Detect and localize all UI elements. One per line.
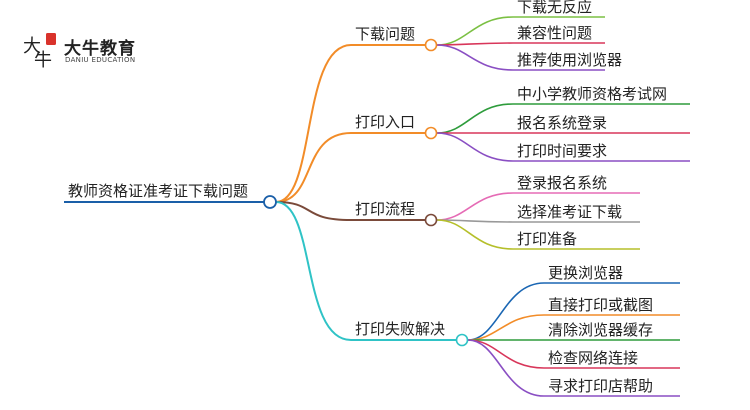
leaf-node-label: 更换浏览器 [548, 264, 623, 282]
leaf-connector [467, 339, 545, 397]
branch-junction-icon [424, 38, 438, 52]
branch-connector [275, 44, 352, 203]
leaf-connector [436, 103, 514, 134]
leaf-connector [436, 219, 514, 250]
leaf-node-label: 选择准考证下载 [517, 203, 622, 221]
branch-node-label: 打印失败解决 [355, 320, 445, 338]
leaf-node-label: 兼容性问题 [517, 24, 592, 42]
leaf-connector [436, 132, 514, 162]
leaf-node-label: 登录报名系统 [517, 174, 607, 192]
leaf-node-label: 寻求打印店帮助 [548, 377, 653, 395]
branch-junction-icon [455, 333, 469, 347]
branch-node-label: 打印流程 [355, 200, 415, 218]
leaf-node-label: 清除浏览器缓存 [548, 321, 653, 339]
branch-connector [275, 132, 352, 203]
branch-junction-icon [424, 213, 438, 227]
branch-connector [275, 201, 352, 221]
leaf-connector [436, 192, 514, 221]
logo: 大 牛 大牛教育 DANIU EDUCATION [20, 30, 180, 71]
leaf-node-label: 推荐使用浏览器 [517, 51, 622, 69]
leaf-node-label: 中小学教师资格考试网 [517, 85, 667, 103]
branch-node-label: 下载问题 [355, 25, 415, 43]
root-junction-icon [263, 195, 277, 209]
leaf-connector [436, 44, 514, 71]
leaf-connector [467, 282, 545, 341]
branch-connector [275, 201, 352, 341]
leaf-node-label: 打印准备 [517, 230, 577, 248]
leaf-node-label: 直接打印或截图 [548, 296, 653, 314]
logo-mark-niu: 牛 [34, 50, 52, 70]
logo-subtitle: DANIU EDUCATION [65, 56, 136, 64]
leaf-connector [467, 339, 545, 369]
branch-junction-icon [424, 126, 438, 140]
leaf-node-label: 打印时间要求 [517, 142, 607, 160]
root-node-label: 教师资格证准考证下载问题 [68, 182, 248, 200]
branch-node-label: 打印入口 [355, 113, 415, 131]
leaf-node-label: 检查网络连接 [548, 349, 638, 367]
logo-seal-icon [46, 33, 56, 45]
logo-emblem-icon: 大 牛 [23, 33, 56, 71]
leaf-node-label: 下载无反应 [517, 0, 592, 16]
leaf-connector [436, 16, 514, 46]
connectors [64, 16, 690, 397]
logo-title: 大牛教育 [64, 39, 136, 59]
leaf-node-label: 报名系统登录 [517, 114, 607, 132]
logo-mark-da: 大 [23, 36, 41, 57]
